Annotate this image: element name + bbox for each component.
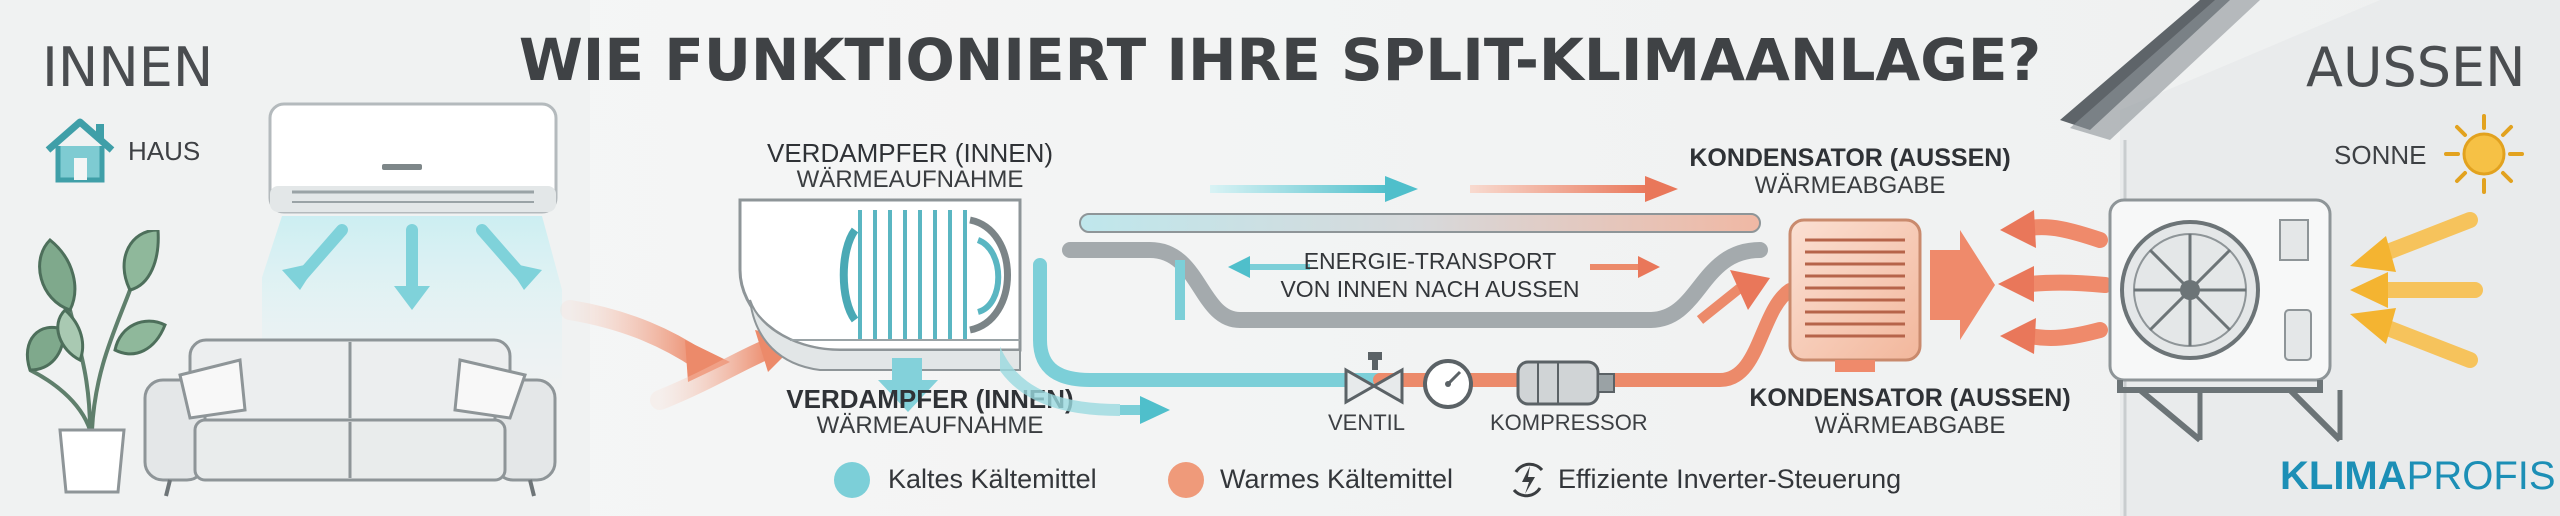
compressor-icon bbox=[1516, 360, 1615, 406]
house-icon bbox=[45, 118, 115, 183]
condenser-top-title: KONDENSATOR (AUSSEN) bbox=[1689, 144, 2011, 172]
legend-cold-label: Kaltes Kältemittel bbox=[888, 464, 1097, 494]
page-title: WIE FUNKTIONIERT IHRE SPLIT-KLIMAANLAGE? bbox=[518, 26, 2042, 94]
warm-dot-icon bbox=[1168, 462, 1204, 498]
outdoor-unit bbox=[2108, 198, 2343, 443]
legend-inverter-label: Effiziente Inverter-Steuerung bbox=[1558, 464, 1902, 494]
sun-icon bbox=[2444, 114, 2524, 194]
inverter-icon bbox=[1512, 462, 1544, 498]
valve-icon bbox=[1344, 352, 1404, 405]
cold-dot-icon bbox=[834, 462, 870, 498]
plant-decoration bbox=[25, 230, 167, 494]
sun-label: SONNE bbox=[2334, 140, 2427, 170]
sofa-decoration bbox=[143, 338, 557, 497]
evaporator-top-subtitle: WÄRMEAUFNAHME bbox=[796, 166, 1024, 193]
transport-line-2: VON INNEN NACH AUSSEN bbox=[1280, 276, 1580, 302]
refrigerant-pipes bbox=[1000, 176, 1797, 424]
legend-warm-label: Warmes Kältemittel bbox=[1220, 464, 1454, 494]
gauge-icon bbox=[1423, 359, 1473, 409]
evaporator-unit bbox=[738, 198, 1022, 412]
legend: Kaltes Kältemittel Warmes Kältemittel Ef… bbox=[834, 460, 1934, 502]
condenser-bottom-subtitle: WÄRMEABGABE bbox=[1814, 412, 2006, 439]
compressor-label: KOMPRESSOR bbox=[1490, 410, 1648, 435]
evaporator-top-title: VERDAMPFER (INNEN) bbox=[766, 138, 1053, 168]
condenser-coil bbox=[1788, 218, 1995, 372]
brand-part-1: KLIMA bbox=[2280, 454, 2407, 498]
brand-part-2: PROFIS bbox=[2406, 454, 2556, 498]
valve-label: VENTIL bbox=[1328, 410, 1406, 435]
condenser-bottom-title: KONDENSATOR (AUSSEN) bbox=[1749, 384, 2071, 412]
evaporator-bottom-subtitle: WÄRMEAUFNAHME bbox=[816, 412, 1044, 439]
condenser-top-subtitle: WÄRMEABGABE bbox=[1754, 172, 1946, 199]
house-label: HAUS bbox=[128, 136, 201, 166]
brand-logo: KLIMAPROFIS bbox=[2280, 454, 2556, 499]
transport-line-1: ENERGIE-TRANSPORT bbox=[1303, 248, 1557, 274]
zone-label-outside: AUSSEN bbox=[2306, 36, 2526, 99]
heat-release-arrows bbox=[1998, 210, 2113, 354]
zone-label-inside: INNEN bbox=[42, 36, 214, 99]
sun-heat-arrows bbox=[2350, 212, 2483, 368]
